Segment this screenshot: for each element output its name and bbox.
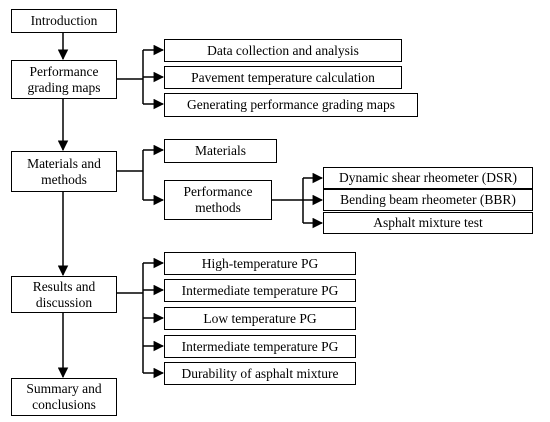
box-asphalt-mixture-test: Asphalt mixture test xyxy=(323,212,533,234)
box-intermediate-temperature-pg-1: Intermediate temperature PG xyxy=(164,279,356,302)
box-performance-grading-maps: Performance grading maps xyxy=(11,60,117,99)
box-materials-and-methods: Materials and methods xyxy=(11,151,117,192)
box-bbr: Bending beam rheometer (BBR) xyxy=(323,189,533,211)
box-durability-of-asphalt-mixture: Durability of asphalt mixture xyxy=(164,362,356,385)
box-low-temperature-pg: Low temperature PG xyxy=(164,307,356,330)
box-high-temperature-pg: High-temperature PG xyxy=(164,252,356,275)
box-generating-pg-maps: Generating performance grading maps xyxy=(164,93,418,117)
box-pavement-temperature-calculation: Pavement temperature calculation xyxy=(164,66,402,89)
box-introduction: Introduction xyxy=(11,9,117,33)
box-data-collection: Data collection and analysis xyxy=(164,39,402,62)
box-results-and-discussion: Results and discussion xyxy=(11,276,117,313)
box-dsr: Dynamic shear rheometer (DSR) xyxy=(323,167,533,189)
box-materials: Materials xyxy=(164,139,277,163)
box-summary-and-conclusions: Summary and conclusions xyxy=(11,378,117,416)
box-intermediate-temperature-pg-2: Intermediate temperature PG xyxy=(164,335,356,358)
box-performance-methods: Performance methods xyxy=(164,180,272,220)
